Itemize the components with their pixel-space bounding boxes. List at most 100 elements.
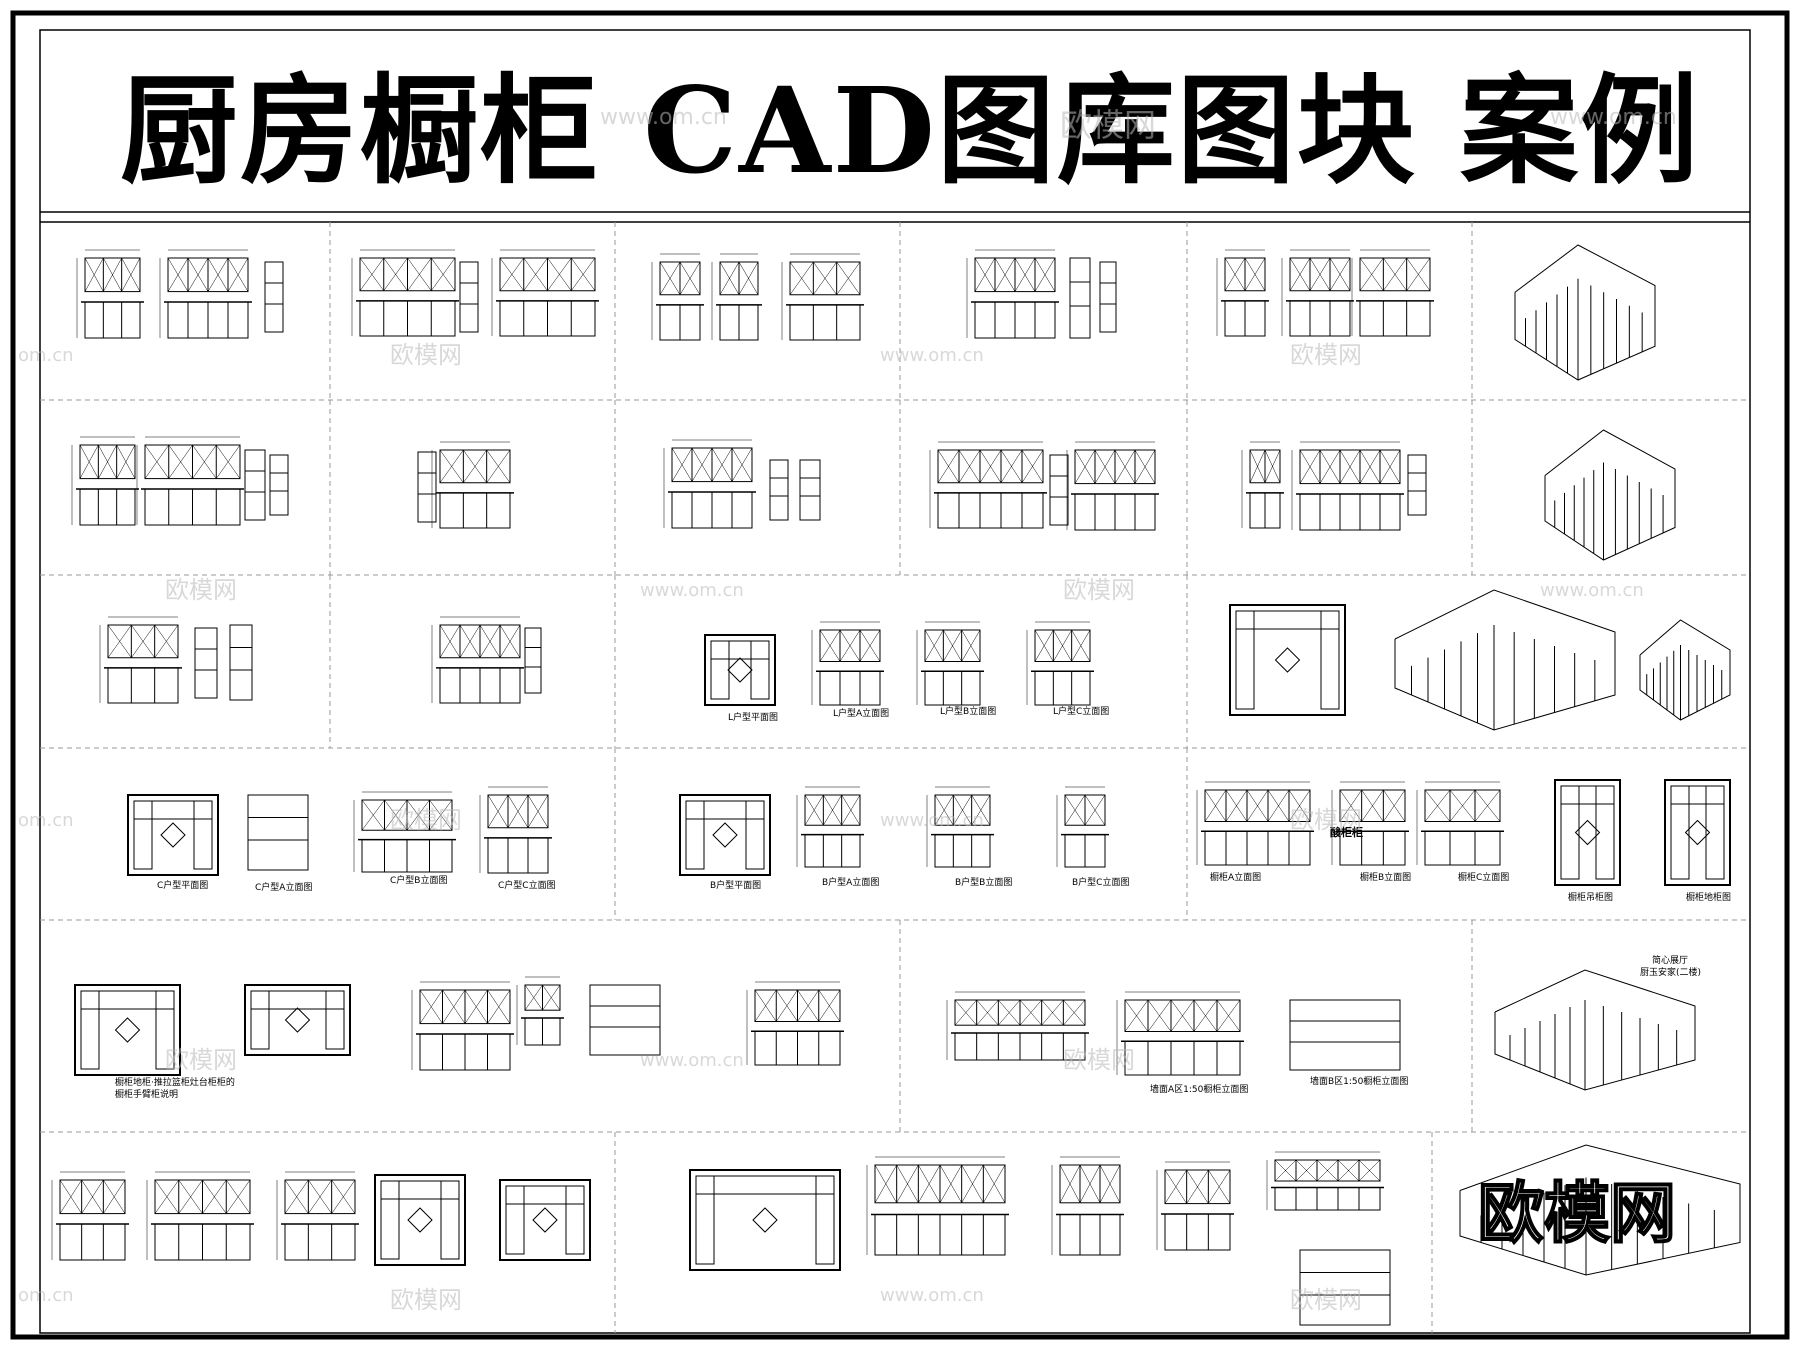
watermark-brand-6: 欧模网	[1290, 806, 1362, 834]
cabinet-elevation	[353, 791, 456, 873]
isometric-view	[1544, 429, 1676, 561]
watermark-url-title-1: www.om.cn	[600, 105, 727, 130]
watermark-brand-1: 欧模网	[390, 341, 462, 369]
tall-cabinet	[1069, 257, 1091, 339]
label-b-plan: B户型平面图	[710, 881, 762, 891]
tall-cabinet	[1299, 1249, 1391, 1326]
cabinet-elevation	[1066, 441, 1159, 531]
cabinet-elevation	[1281, 249, 1354, 337]
kitchen-plan	[1664, 779, 1731, 886]
isometric-view	[1494, 969, 1696, 1091]
tall-cabinet	[769, 459, 789, 521]
label-c-b: C户型B立面图	[390, 876, 448, 886]
label-cab-a: 橱柜A立面图	[1210, 873, 1262, 883]
cabinet-elevation	[146, 1171, 254, 1261]
cabinet-elevation	[51, 1171, 129, 1261]
cabinet-elevation	[1196, 781, 1314, 866]
cabinet-elevation	[1241, 441, 1284, 529]
cabinet-elevation	[1116, 991, 1244, 1076]
cabinet-elevation	[1056, 786, 1109, 868]
kitchen-plan	[374, 1174, 466, 1266]
label-b-a: B户型A立面图	[822, 878, 880, 888]
cabinet-elevation	[916, 621, 984, 706]
watermark-url-2: www.om.cn	[640, 580, 744, 601]
label-iso-note2: 厨玉安家(二楼)	[1640, 968, 1702, 978]
brand-watermark: 欧模网	[1477, 1174, 1677, 1253]
label-wall-a: 墙面A区1:50橱柜立面图	[1150, 1085, 1249, 1095]
cabinet-elevation	[796, 786, 864, 868]
cabinet-elevation	[1291, 441, 1404, 531]
kitchen-plan	[244, 984, 351, 1056]
watermark-brand-4: 欧模网	[1063, 576, 1135, 604]
cabinet-elevation	[811, 621, 884, 706]
tall-cabinet	[1049, 454, 1069, 526]
kitchen-plan	[499, 1179, 591, 1261]
label-cab-c: 橱柜C立面图	[1458, 873, 1510, 883]
cabinet-elevation	[479, 786, 552, 874]
cabinet-elevation	[1416, 781, 1504, 866]
cabinet-elevation	[431, 441, 514, 529]
watermark-brand-5: 欧模网	[390, 806, 462, 834]
tall-cabinet	[244, 449, 266, 521]
cabinet-elevation	[663, 439, 756, 529]
cabinet-elevation	[431, 616, 524, 704]
cabinet-elevation	[1351, 249, 1434, 337]
tall-cabinet	[1289, 999, 1401, 1071]
page-title: 厨房橱柜 CAD图库图块 案例	[120, 60, 1700, 200]
tall-cabinet	[1407, 454, 1427, 516]
tall-cabinet	[247, 794, 309, 871]
label-ushape-note2: 橱柜手臂柜说明	[115, 1090, 179, 1100]
watermark-url-8: om.cn	[18, 810, 74, 831]
cabinet-elevation	[711, 253, 762, 341]
cabinet-elevation	[926, 786, 994, 868]
cabinet-elevation	[1051, 1156, 1124, 1256]
kitchen-plan	[1229, 604, 1346, 716]
cabinet-elevation	[351, 249, 459, 337]
cabinet-elevation	[276, 1171, 359, 1261]
label-c-plan: C户型平面图	[157, 881, 209, 891]
cabinet-elevation	[491, 249, 599, 337]
cabinet-elevation	[1331, 781, 1409, 866]
isometric-view	[1639, 619, 1731, 721]
isometric-view	[1394, 589, 1616, 731]
cabinet-elevation	[411, 981, 514, 1071]
label-b-c: B户型C立面图	[1072, 878, 1130, 888]
watermark-url-9: om.cn	[18, 1285, 74, 1306]
label-l-b: L户型B立面图	[940, 707, 997, 717]
kitchen-plan	[1554, 779, 1621, 886]
cabinet-elevation	[966, 249, 1059, 339]
label-cabinet-mark: 酸柜柜	[1330, 826, 1363, 839]
watermark-brand-8: 欧模网	[1063, 1046, 1135, 1074]
tall-cabinet	[459, 261, 479, 333]
label-cab-floor: 橱柜地柜图	[1686, 893, 1732, 903]
watermark-brand-2: 欧模网	[1290, 341, 1362, 369]
label-iso-note1: 简心展厅	[1652, 956, 1689, 966]
watermark-brand-3: 欧模网	[165, 576, 237, 604]
tall-cabinet	[269, 454, 289, 516]
label-l-c: L户型C立面图	[1053, 707, 1110, 717]
isometric-view	[1459, 1144, 1741, 1276]
cabinet-elevation	[651, 253, 704, 341]
kitchen-plan	[679, 794, 771, 876]
watermark-brand-7: 欧模网	[165, 1046, 237, 1074]
kitchen-plan	[689, 1169, 841, 1271]
watermark-url-6: www.om.cn	[880, 1285, 984, 1306]
watermark-url-7: om.cn	[18, 345, 74, 366]
cabinet-elevation	[1216, 249, 1269, 337]
tall-cabinet	[1099, 261, 1117, 333]
cabinet-elevation	[71, 436, 139, 526]
cabinet-elevation	[946, 991, 1089, 1061]
tall-cabinet	[524, 627, 542, 694]
label-b-b: B户型B立面图	[955, 878, 1013, 888]
cabinet-elevation	[1266, 1151, 1384, 1211]
kitchen-plan	[704, 634, 776, 706]
label-l-plan: L户型平面图	[728, 713, 779, 723]
label-wall-b: 墙面B区1:50橱柜立面图	[1310, 1077, 1409, 1087]
watermark-url-4: www.om.cn	[880, 810, 984, 831]
cabinet-elevation	[159, 249, 252, 339]
cabinet-elevation	[746, 981, 844, 1066]
cabinet-elevation	[929, 441, 1047, 529]
isometric-view	[1514, 244, 1656, 381]
